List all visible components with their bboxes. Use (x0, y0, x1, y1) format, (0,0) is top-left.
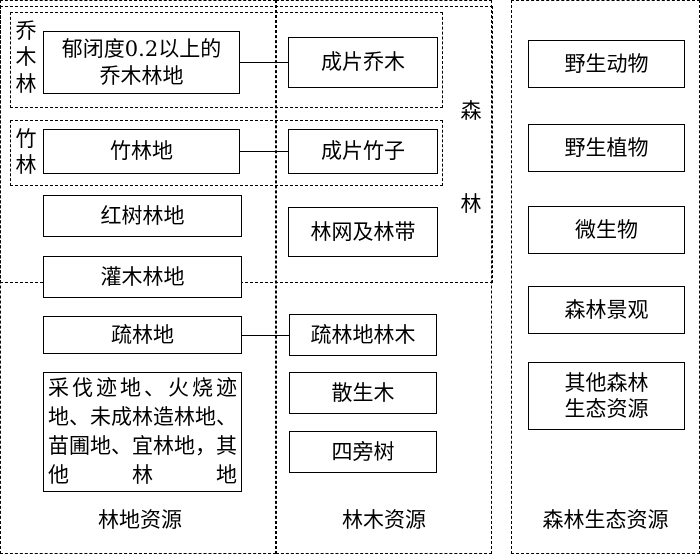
ecology-item-wild-animals: 野生动物 (528, 40, 685, 88)
arbor-side-label: 乔 木 林 (15, 19, 37, 96)
sparse-tree-box: 疏林地林木 (289, 314, 437, 356)
bamboo-tree-box: 成片竹子 (288, 129, 438, 174)
mangrove-land-box: 红树林地 (43, 195, 242, 237)
sparse-land-box: 疏林地 (43, 316, 242, 354)
ecology-item-landscape: 森林景观 (528, 286, 685, 334)
shrub-land-box: 灌木林地 (43, 256, 242, 298)
ecology-item-microbes: 微生物 (528, 206, 685, 254)
arbor-connector (240, 62, 288, 63)
bamboo-connector (240, 151, 288, 152)
forest-net-tree-box: 林网及林带 (288, 207, 438, 257)
trees-caption: 林木资源 (342, 508, 426, 532)
ecology-item-other: 其他森林 生态资源 (528, 362, 685, 430)
arbor-tree-box: 成片乔木 (288, 37, 438, 88)
forest-group-frame (0, 6, 493, 283)
sparse-connector (242, 335, 289, 336)
forest-label-top: 森 (460, 99, 482, 123)
bamboo-land-box: 竹林地 (43, 129, 240, 174)
other-land-box: 采伐迹地、火烧迹地、未成林造林地、苗圃地、宜林地，其他林地 (43, 372, 242, 492)
scattered-tree-box: 散生木 (289, 372, 437, 414)
roadside-tree-box: 四旁树 (289, 431, 437, 473)
bamboo-group-frame (10, 120, 443, 186)
ecology-caption: 森林生态资源 (542, 508, 669, 532)
ecology-item-wild-plants: 野生植物 (528, 124, 685, 172)
woodland-caption: 林地资源 (98, 508, 182, 532)
forest-label-bottom: 林 (460, 192, 482, 216)
arbor-group-frame (10, 12, 443, 108)
arbor-land-box: 郁闭度0.2以上的 乔木林地 (43, 31, 240, 94)
bamboo-side-label: 竹 林 (15, 127, 37, 178)
